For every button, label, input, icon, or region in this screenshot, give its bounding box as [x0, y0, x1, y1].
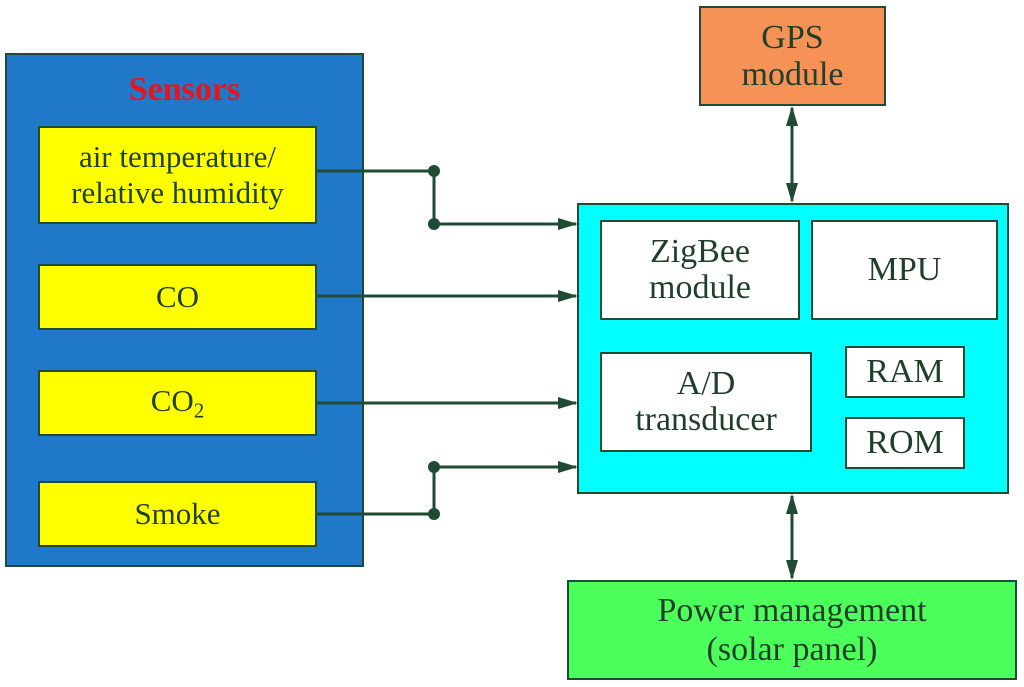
zigbee-label-line1: ZigBee: [649, 233, 751, 271]
ad-transducer: A/D transducer: [600, 352, 812, 452]
power-label-line1: Power management: [657, 591, 927, 629]
gps-module: GPS module: [699, 6, 886, 106]
sensor-label-line2: relative humidity: [71, 175, 284, 210]
rom-block: ROM: [845, 417, 965, 469]
sensor-co: CO: [38, 264, 317, 330]
sensor-label-subscript: 2: [193, 398, 205, 423]
sensor-label: Smoke: [134, 496, 221, 532]
sensor-label: CO: [155, 279, 200, 315]
junction-dot: [428, 165, 440, 177]
ram-label: RAM: [866, 353, 944, 391]
gps-label-line2: module: [741, 56, 844, 93]
gps-label-line1: GPS: [761, 18, 824, 56]
junction-dot: [428, 508, 440, 520]
junction-dot: [428, 218, 440, 230]
rom-label: ROM: [866, 424, 944, 462]
mpu-block: MPU: [811, 220, 998, 320]
sensor-air-temperature-humidity: air temperature/ relative humidity: [38, 126, 317, 224]
zigbee-label-line2: module: [649, 269, 751, 306]
sensor-co2: CO2: [38, 370, 317, 436]
zigbee-module: ZigBee module: [600, 220, 800, 320]
sensors-title: Sensors: [128, 71, 241, 108]
sensor-label: CO2: [151, 383, 205, 423]
sensor-label-base: CO: [150, 383, 194, 419]
link-smoke: [317, 461, 578, 516]
link-temp-humidity: [317, 169, 578, 230]
adc-label-line2: transducer: [635, 401, 777, 438]
junction-dot: [428, 461, 440, 473]
adc-label-line1: A/D: [676, 365, 736, 403]
ram-block: RAM: [845, 346, 965, 398]
power-label-line2: (solar panel): [706, 631, 878, 668]
power-management: Power management (solar panel): [567, 580, 1017, 680]
sensor-smoke: Smoke: [38, 481, 317, 547]
sensor-label-line1: air temperature/: [78, 139, 277, 175]
mpu-label: MPU: [867, 251, 942, 289]
